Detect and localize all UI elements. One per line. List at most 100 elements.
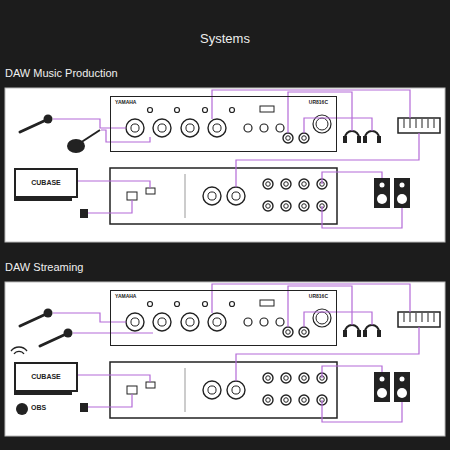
jack-inner [232,386,240,394]
audio-interface: YAMAHAUR816C [110,96,337,152]
jack-inner [286,136,291,141]
cable [212,284,410,313]
laptop-screen: CUBASE [14,168,78,198]
cable [322,172,382,184]
knob [230,302,235,307]
cable [53,119,126,128]
knob [148,302,153,307]
jack [153,313,171,331]
jack [181,119,199,137]
jack [227,381,245,399]
key [428,119,429,128]
jack-inner [284,182,289,187]
knob [260,124,268,132]
jack-inner [131,318,139,326]
woofer [377,388,387,398]
microphone-body [40,335,64,346]
key [416,119,417,128]
switch [260,106,274,112]
software-label: OBS [31,404,46,411]
audio-interface: YAMAHAUR816C [110,290,337,346]
headphone-cup [363,136,367,143]
headphone-cup [357,330,361,337]
divider [185,174,186,218]
jack [227,187,245,205]
woofer [377,194,387,204]
keyboard [398,118,440,133]
speaker [394,178,410,208]
jack [299,133,309,143]
cable [212,90,410,119]
page-title: Systems [0,31,450,46]
model-name: UR816C [309,99,328,105]
jack [299,373,309,383]
jack [263,395,273,405]
rear-unit [110,168,337,224]
jack-inner [286,330,291,335]
jack-inner [284,376,289,381]
jack [283,133,293,143]
switch [260,300,274,306]
jack-inner [186,318,194,326]
key [428,313,429,322]
cable [53,313,126,322]
key [404,313,405,322]
jack [181,313,199,331]
microphone-head [44,115,53,124]
jack-inner [302,376,307,381]
jack-inner [302,204,307,209]
jack [263,201,273,211]
jack [203,187,221,205]
usb-port [146,382,155,388]
jack [299,395,309,405]
jack [263,373,273,383]
knob [203,108,208,113]
front-face [110,290,337,346]
knob [148,108,153,113]
knob [276,124,284,132]
tweeter [380,377,385,382]
cable [288,92,352,133]
jack-inner [131,124,139,132]
cable [322,206,402,228]
section-heading: DAW Music Production [5,67,118,79]
key [434,313,435,322]
power-socket [127,192,137,200]
headphone-cup [377,136,381,143]
wifi-icon [14,351,24,354]
jack-inner [232,192,240,200]
headphones [345,131,359,138]
usb-port [146,188,155,194]
jack [203,381,221,399]
key [404,119,405,128]
woofer [397,388,407,398]
cable [88,200,132,213]
key [422,313,423,322]
headphones [365,131,379,138]
jack-inner [266,376,271,381]
section-heading: DAW Streaming [5,261,83,273]
obs-logo [16,403,28,415]
microphone-head [44,309,53,318]
cable [288,286,352,327]
cable [322,366,382,378]
headphones [365,325,379,332]
speaker [394,372,410,402]
tweeter [380,183,385,188]
section-panel: DAW Music ProductionYAMAHAUR816CCUBASE [5,88,445,242]
cable [88,394,132,407]
headphone-cup [377,330,381,337]
jack-inner [213,318,221,326]
jack [299,179,309,189]
headphone-cup [343,330,347,337]
jack [263,179,273,189]
knob [244,124,252,132]
headphone-cup [363,330,367,337]
key [410,119,411,128]
jack-inner [266,182,271,187]
jack-inner [208,386,216,394]
laptop-screen: CUBASE [14,362,78,392]
laptop-base [14,198,72,201]
jack [153,119,171,137]
